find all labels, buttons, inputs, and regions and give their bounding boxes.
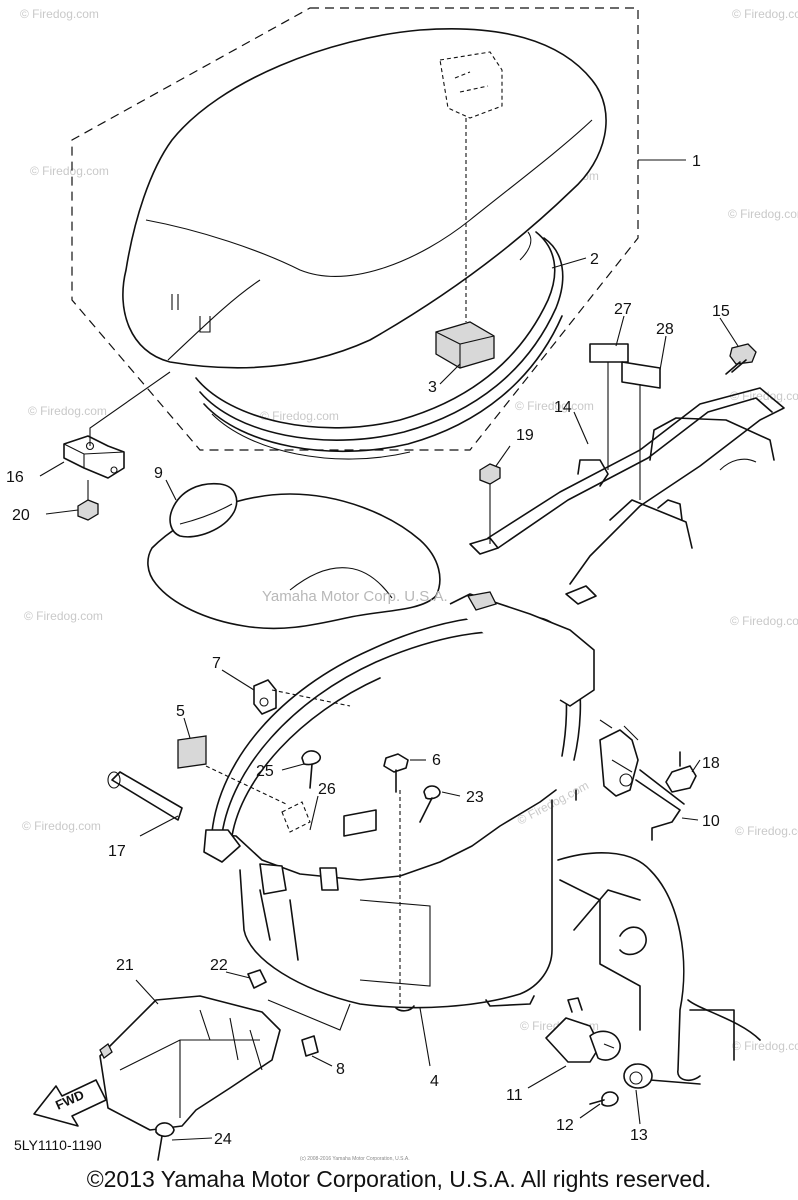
callout-28: 28: [656, 321, 674, 338]
callout-18: 18: [702, 755, 720, 772]
site-watermark: © Firedog.com: [735, 824, 798, 838]
callout-14: 14: [554, 399, 572, 416]
callout-22: 22: [210, 957, 228, 974]
site-watermark: © Firedog.com: [22, 819, 101, 833]
callout-20: 20: [12, 507, 30, 524]
site-watermark: © Firedog.com: [728, 207, 798, 221]
callout-7: 7: [212, 655, 221, 672]
screw-24: [155, 1122, 175, 1161]
leader-8: [267, 999, 351, 1031]
callout-4: 4: [430, 1073, 439, 1090]
small-print: (c) 2008-2016 Yamaha Motor Corporation, …: [300, 1156, 410, 1162]
callout-21: 21: [116, 957, 134, 974]
site-watermark: © Firedog.com: [730, 614, 798, 628]
callout-3: 3: [428, 379, 437, 396]
callout-26: 26: [318, 781, 336, 798]
callout-6: 6: [432, 752, 441, 769]
bolt-18: [665, 751, 697, 793]
screw-12: [589, 1091, 619, 1107]
site-watermark: © Firedog.com: [24, 609, 103, 623]
bolt-15: [725, 343, 757, 375]
leader-lines: [39, 159, 739, 1141]
site-watermark: © Firedog.com: [730, 389, 798, 403]
plate-5: [177, 735, 287, 805]
callout-17: 17: [108, 843, 126, 860]
frame-section: [557, 852, 761, 1085]
caution-labels: [589, 343, 661, 500]
callout-19: 19: [516, 427, 534, 444]
site-watermark: © Firedog.com: [732, 7, 798, 21]
drawing-code: 5LY1110-1190: [14, 1137, 102, 1153]
callout-13: 13: [630, 1127, 648, 1144]
rack-bracket: [469, 387, 785, 605]
callout-8: 8: [336, 1061, 345, 1078]
site-watermark: © Firedog.com: [28, 404, 107, 418]
callout-24: 24: [214, 1131, 232, 1148]
clip-8: [301, 1035, 319, 1057]
callout-15: 15: [712, 303, 730, 320]
screw-25: [301, 750, 322, 789]
seal-pad: [147, 482, 441, 630]
seat-assembly-outline: [71, 7, 639, 451]
site-watermark: © Firedog.com: [732, 1039, 798, 1053]
seat: [122, 27, 607, 369]
hinge-bracket: [63, 371, 171, 521]
lock-11: [545, 997, 621, 1063]
callout-23: 23: [466, 789, 484, 806]
clip-22: [247, 969, 267, 989]
callout-2: 2: [590, 251, 599, 268]
site-watermark: © Firedog.com: [260, 409, 339, 423]
site-watermark: © Firedog.com: [20, 7, 99, 21]
washer-13: [623, 1063, 653, 1089]
callout-16: 16: [6, 469, 24, 486]
callout-9: 9: [154, 465, 163, 482]
callout-27: 27: [614, 301, 632, 318]
callout-numbers: 1 2 3 4 5 6 7 8 9 10 11 12 13 14 15 16 1…: [6, 153, 730, 1148]
clip-7: [253, 679, 351, 715]
callout-12: 12: [556, 1117, 574, 1134]
nut-19: [479, 463, 501, 485]
site-watermark: © Firedog.com: [30, 164, 109, 178]
tag-26: [343, 809, 377, 837]
fwd-arrow: FWD: [33, 1079, 107, 1127]
rod-17: [107, 771, 183, 821]
callout-10: 10: [702, 813, 720, 830]
callout-5: 5: [176, 703, 185, 720]
site-watermark: © Firedog.com: [515, 778, 591, 827]
storage-box: [203, 591, 595, 1012]
callout-25: 25: [256, 763, 274, 780]
callout-1: 1: [692, 153, 701, 170]
clip-26-area: [281, 801, 311, 833]
callout-11: 11: [506, 1087, 523, 1104]
copyright-footer: ©2013 Yamaha Motor Corporation, U.S.A. A…: [86, 1166, 712, 1192]
screw-23: [419, 785, 441, 823]
seat-base: [195, 231, 564, 460]
latch-10: [599, 719, 685, 841]
screw-6: [383, 753, 409, 793]
tray-21: [99, 995, 281, 1131]
owner-watermark: Yamaha Motor Corp. U.S.A.: [262, 588, 448, 605]
site-watermark: © Firedog.com: [515, 399, 594, 413]
